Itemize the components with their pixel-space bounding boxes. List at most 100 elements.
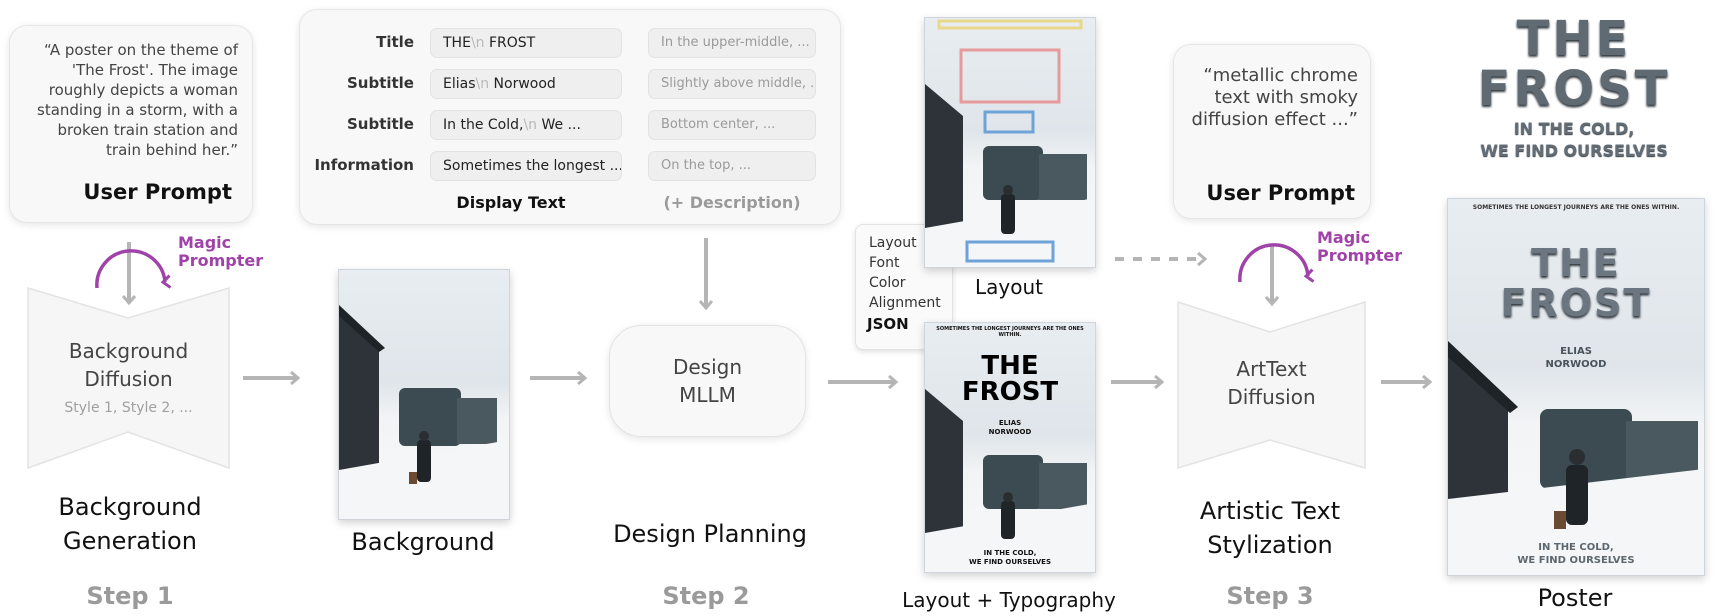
- background-generation-label: Background Generation: [20, 490, 240, 558]
- background-diffusion-title-line-1: Background: [68, 339, 189, 363]
- design-planning-label: Design Planning: [613, 520, 807, 548]
- background-scene-svg: [339, 305, 509, 519]
- typography-author: ELIAS NORWOOD: [925, 419, 1095, 437]
- json-item: Alignment: [869, 295, 941, 311]
- prompter-word: Prompter: [178, 251, 264, 270]
- display-text-value-continued: We ...: [537, 117, 581, 133]
- json-item: Font: [869, 255, 900, 271]
- magic-word: Magic: [178, 233, 232, 252]
- arttext-diffusion-shape: [1177, 300, 1366, 470]
- layout-label: Layout: [975, 275, 1043, 299]
- json-item: Layout: [869, 235, 917, 251]
- display-text-field: THE\n FROST: [430, 28, 622, 58]
- user-prompt-card-3: “metallic chrome text with smoky diffusi…: [1173, 44, 1371, 219]
- step-2-label: Step 2: [662, 582, 750, 610]
- design-mllm-line-2: MLLM: [679, 383, 736, 407]
- description-field: On the top, ...: [648, 151, 816, 181]
- diffusion-styles-text: Style 1, Style 2, ...: [64, 400, 193, 416]
- design-mllm-line-1: Design: [672, 355, 743, 379]
- poster-tagline-line-2: WE FIND OURSELVES: [1517, 555, 1635, 566]
- user-prompt-text-3: “metallic chrome text with smoky diffusi…: [1191, 65, 1358, 130]
- background-diffusion-title-line-2: Diffusion: [84, 367, 173, 391]
- description-field: Bottom center, ...: [648, 110, 816, 140]
- poster-author-line-1: ELIAS: [1560, 346, 1592, 357]
- typography-author-line-2: NORWOOD: [988, 428, 1032, 436]
- user-prompt-label-3: User Prompt: [1206, 181, 1355, 205]
- poster-top-title-text: THE FROST: [1446, 14, 1702, 114]
- poster-tagline: IN THE COLD, WE FIND OURSELVES: [1448, 541, 1704, 567]
- json-item: Color: [869, 275, 906, 291]
- poster-top-title-line-1: THE: [1516, 11, 1632, 67]
- display-text-value: Sometimes the longest ...: [443, 158, 622, 174]
- newline-marker: \n: [470, 35, 485, 51]
- poster-info-text: SOMETIMES THE LONGEST JOURNEYS ARE THE O…: [1472, 204, 1680, 211]
- display-text-row-label: Information: [314, 156, 414, 174]
- display-text-row-label: Subtitle: [346, 115, 414, 133]
- magic-prompter-loop-3: [1238, 243, 1308, 282]
- user-prompt-card-1: “A poster on the theme of 'The Frost'. T…: [9, 25, 253, 223]
- typography-info-text: SOMETIMES THE LONGEST JOURNEYS ARE THE O…: [936, 326, 1084, 338]
- background-generation-line-2: Generation: [63, 527, 197, 555]
- poster-top-tagline-line-2: WE FIND OURSELVES: [1480, 141, 1668, 160]
- poster-title-line-2: FROST: [1500, 281, 1652, 325]
- typography-tagline: IN THE COLD, WE FIND OURSELVES: [925, 549, 1095, 567]
- display-text-row-label: Title: [376, 33, 414, 51]
- display-text-field: Elias\n Norwood: [430, 69, 622, 99]
- typography-title-line-2: FROST: [961, 377, 1059, 407]
- display-text-value-continued: FROST: [484, 35, 536, 51]
- typography-title: THE FROST: [925, 353, 1095, 405]
- description-field: In the upper-middle, ...: [648, 28, 816, 58]
- display-text-value: THE: [443, 35, 471, 51]
- display-text-value-continued: Norwood: [489, 76, 556, 92]
- display-text-row: Subtitle In the Cold,\n We ... Bottom cent…: [300, 110, 840, 140]
- magic-word-3: Magic: [1317, 228, 1371, 247]
- step-1-label: Step 1: [86, 582, 174, 610]
- display-text-row: Information Sometimes the longest ... On t…: [300, 151, 840, 181]
- layout-typography-label: Layout + Typography: [902, 588, 1116, 612]
- typography-tagline-line-2: WE FIND OURSELVES: [968, 558, 1052, 566]
- layout-image: [924, 17, 1096, 268]
- background-diffusion-title: Background Diffusion: [28, 337, 229, 393]
- arttext-diffusion-line-2: Diffusion: [1227, 385, 1316, 409]
- typography-title-line-1: THE: [981, 351, 1039, 381]
- poster-top-tagline: IN THE COLD, WE FIND OURSELVES: [1446, 118, 1702, 162]
- newline-marker: \n: [523, 117, 538, 133]
- poster-title-line-1: THE: [1531, 241, 1621, 285]
- magic-prompter-loop-1: [95, 249, 165, 288]
- display-text-row: Subtitle Elias\n Norwood Slightly above mi…: [300, 69, 840, 99]
- background-label: Background: [351, 528, 495, 556]
- typography-author-line-1: ELIAS: [998, 419, 1022, 427]
- step-3-label: Step 3: [1226, 582, 1314, 610]
- display-text-row-label: Subtitle: [346, 74, 414, 92]
- display-text-column-label: Display Text: [456, 193, 566, 212]
- background-diffusion-shape: [27, 286, 230, 470]
- poster-top-tagline-line-1: IN THE COLD,: [1513, 119, 1635, 138]
- poster-author: ELIAS NORWOOD: [1448, 345, 1704, 371]
- poster-top-title: THE FROST IN THE COLD, WE FIND OURSELVES: [1446, 14, 1702, 162]
- poster-label: Poster: [1537, 584, 1613, 612]
- user-prompt-text-1: “A poster on the theme of 'The Frost'. T…: [37, 41, 238, 159]
- artistic-text-line-2: Stylization: [1207, 531, 1333, 559]
- artistic-text-stylization-label: Artistic Text Stylization: [1160, 494, 1380, 562]
- layout-scene-svg: [925, 19, 1095, 267]
- description-field: Slightly above middle, ...: [648, 69, 816, 99]
- design-mllm-title: Design MLLM: [610, 353, 805, 409]
- json-label: JSON: [867, 315, 909, 333]
- typography-scene-svg: [925, 389, 1095, 572]
- poster-scene-svg: [1448, 341, 1704, 575]
- display-text-value: In the Cold,: [443, 117, 524, 133]
- magic-prompter-label-1: Magic Prompter: [178, 234, 263, 270]
- display-text-row: Title THE\n FROST In the upper-middle, ...: [300, 28, 840, 58]
- design-mllm-box: Design MLLM: [609, 325, 806, 437]
- typography-image: SOMETIMES THE LONGEST JOURNEYS ARE THE O…: [924, 322, 1096, 573]
- display-text-value: Elias: [443, 76, 476, 92]
- artistic-text-line-1: Artistic Text: [1199, 497, 1341, 525]
- newline-marker: \n: [475, 76, 490, 92]
- prompter-word-3: Prompter: [1317, 246, 1403, 265]
- magic-prompter-label-3: Magic Prompter: [1317, 229, 1402, 265]
- user-prompt-label-1: User Prompt: [83, 180, 232, 204]
- poster-top-title-line-2: FROST: [1477, 61, 1671, 117]
- final-poster-image: SOMETIMES THE LONGEST JOURNEYS ARE THE O…: [1447, 198, 1705, 576]
